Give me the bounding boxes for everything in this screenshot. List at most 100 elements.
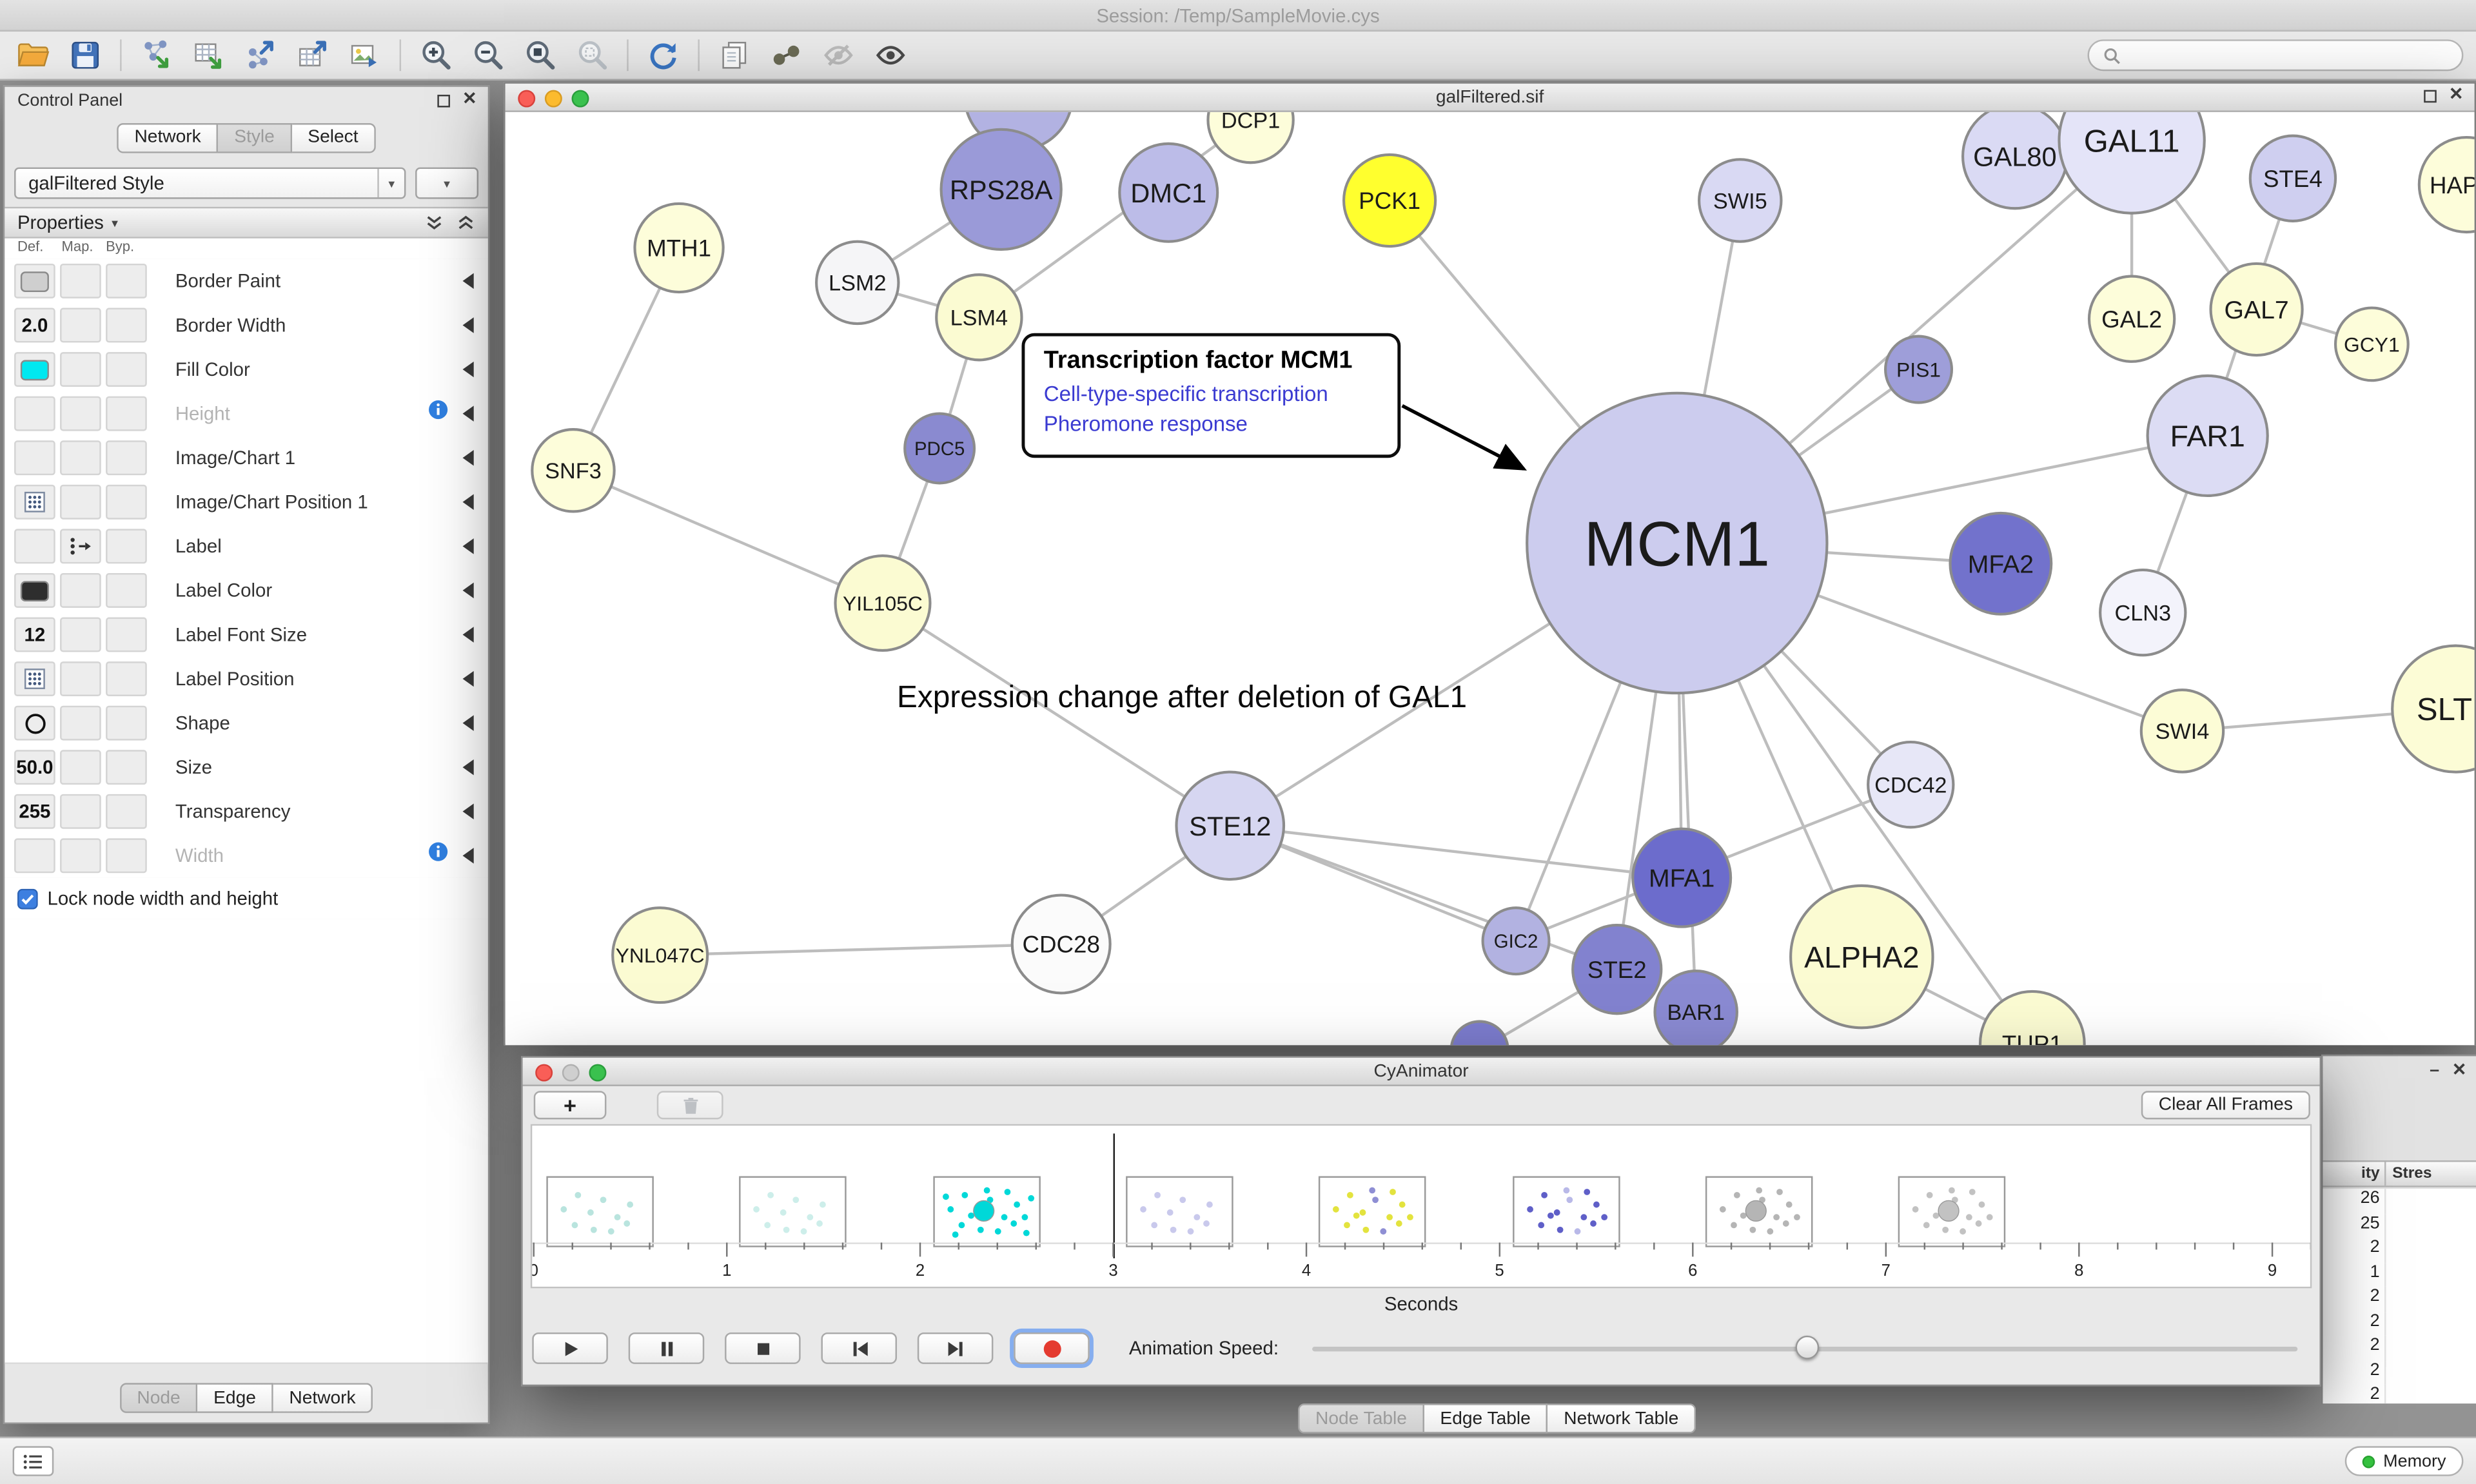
table-row[interactable]: 2 — [2323, 1238, 2476, 1262]
zoom-in-icon[interactable] — [418, 38, 453, 73]
clear-all-frames-button[interactable]: Clear All Frames — [2141, 1091, 2310, 1120]
search-box[interactable] — [2087, 39, 2464, 72]
property-byp-cell[interactable] — [106, 838, 147, 874]
table-row[interactable]: 2 — [2323, 1384, 2476, 1404]
animator-timeline[interactable]: 0123456789 — [530, 1124, 2312, 1289]
close-panel-icon[interactable]: ✕ — [462, 90, 477, 109]
property-map-cell[interactable] — [60, 263, 101, 298]
expand-row-icon[interactable] — [462, 538, 474, 554]
expand-row-icon[interactable] — [462, 449, 474, 466]
expand-row-icon[interactable] — [462, 803, 474, 820]
tab-node-table[interactable]: Node Table — [1298, 1403, 1424, 1434]
table-row[interactable]: 2 — [2323, 1335, 2476, 1360]
graph-node-MTH1[interactable] — [633, 202, 725, 294]
collapse-all-icon[interactable] — [425, 213, 444, 232]
graph-node-TUP1[interactable] — [1978, 990, 2086, 1046]
property-byp-cell[interactable] — [106, 484, 147, 520]
property-def-cell[interactable] — [14, 838, 55, 874]
property-map-cell[interactable] — [60, 617, 101, 652]
tab-style[interactable]: Style — [218, 122, 292, 153]
property-row-label[interactable]: Label — [5, 524, 487, 569]
property-map-cell[interactable] — [60, 838, 101, 874]
table-row[interactable]: 1 — [2323, 1262, 2476, 1287]
property-byp-cell[interactable] — [106, 705, 147, 741]
property-def-cell[interactable]: 12 — [14, 617, 55, 652]
property-row-height[interactable]: Height — [5, 391, 487, 436]
frame-thumbnail-4[interactable] — [1319, 1176, 1427, 1247]
graph-node-LSM2[interactable] — [815, 240, 900, 326]
property-map-cell[interactable] — [60, 661, 101, 697]
graph-node-MFA1[interactable] — [1631, 827, 1733, 928]
step-back-button[interactable] — [821, 1332, 898, 1364]
float-panel-icon[interactable] — [437, 93, 450, 107]
property-byp-cell[interactable] — [106, 750, 147, 785]
graph-node-FAR1[interactable] — [2146, 374, 2269, 498]
tab-edge-table[interactable]: Edge Table — [1424, 1403, 1548, 1434]
property-map-cell[interactable] — [60, 750, 101, 785]
import-table-icon[interactable] — [191, 38, 226, 73]
property-def-cell[interactable] — [14, 529, 55, 564]
property-row-label-color[interactable]: Label Color — [5, 569, 487, 613]
import-network-icon[interactable] — [139, 38, 174, 73]
stop-button[interactable] — [725, 1332, 801, 1364]
table-row[interactable]: 25 — [2323, 1213, 2476, 1238]
property-row-shape[interactable]: Shape — [5, 701, 487, 745]
property-def-cell[interactable]: 2.0 — [14, 308, 55, 343]
graph-node-PDC5[interactable] — [903, 412, 976, 485]
expand-all-icon[interactable] — [457, 213, 475, 232]
property-byp-cell[interactable] — [106, 396, 147, 431]
annotation-link[interactable]: Cell-type-specific transcription — [1043, 382, 1328, 406]
property-def-cell[interactable] — [14, 484, 55, 520]
zoom-window-icon[interactable] — [571, 89, 589, 107]
export-table-icon[interactable] — [295, 38, 330, 73]
graph-node-BAR1[interactable] — [1653, 970, 1738, 1046]
table-row[interactable]: 2 — [2323, 1311, 2476, 1336]
graph-node-GIC2[interactable] — [1481, 906, 1551, 976]
table-row[interactable]: 2 — [2323, 1360, 2476, 1385]
info-icon[interactable] — [428, 841, 449, 870]
play-button[interactable] — [532, 1332, 608, 1364]
graph-node-ALPHA2[interactable] — [1789, 884, 1934, 1030]
frame-thumbnail-3[interactable] — [1126, 1176, 1233, 1247]
expand-row-icon[interactable] — [462, 848, 474, 864]
property-byp-cell[interactable] — [106, 352, 147, 387]
zoom-out-icon[interactable] — [471, 38, 506, 73]
search-input[interactable] — [2128, 43, 2448, 68]
property-def-cell[interactable] — [14, 661, 55, 697]
table-row[interactable]: 2 — [2323, 1286, 2476, 1311]
graph-node-STE4[interactable] — [2248, 134, 2337, 222]
property-row-border-paint[interactable]: Border Paint — [5, 259, 487, 304]
add-frame-button[interactable]: + — [533, 1091, 607, 1120]
animation-speed-slider[interactable] — [1312, 1333, 2298, 1364]
frame-thumbnail-0[interactable] — [546, 1176, 654, 1247]
property-def-cell[interactable] — [14, 352, 55, 387]
hide-selected-icon[interactable] — [821, 38, 856, 73]
graph-node-SLT[interactable] — [2391, 644, 2475, 774]
graph-node-PCK1[interactable] — [1342, 153, 1437, 248]
graph-node-LSM4[interactable] — [935, 273, 1023, 362]
property-byp-cell[interactable] — [106, 572, 147, 608]
property-def-cell[interactable] — [14, 705, 55, 741]
graph-node-CLN3[interactable] — [2099, 569, 2187, 657]
property-row-fill-color[interactable]: Fill Color — [5, 347, 487, 392]
graph-node-n_bot[interactable] — [1450, 1020, 1509, 1046]
graph-node-CDC28[interactable] — [1010, 893, 1112, 995]
close-table-icon[interactable]: ✕ — [2451, 1060, 2467, 1079]
tab-select[interactable]: Select — [291, 122, 376, 153]
frame-thumbnail-2[interactable] — [932, 1176, 1041, 1247]
property-byp-cell[interactable] — [106, 440, 147, 476]
frame-thumbnail-1[interactable] — [739, 1176, 847, 1247]
expand-row-icon[interactable] — [462, 317, 474, 333]
graph-node-STE12[interactable] — [1175, 770, 1286, 881]
zoom-selected-icon[interactable] — [575, 38, 609, 73]
expand-row-icon[interactable] — [462, 273, 474, 289]
zoom-window-icon[interactable] — [589, 1063, 607, 1081]
graph-node-SWI4[interactable] — [2139, 688, 2225, 774]
step-forward-button[interactable] — [917, 1332, 994, 1364]
tab-network[interactable]: Network — [273, 1383, 373, 1413]
property-map-cell[interactable] — [60, 484, 101, 520]
refresh-icon[interactable] — [646, 38, 681, 73]
